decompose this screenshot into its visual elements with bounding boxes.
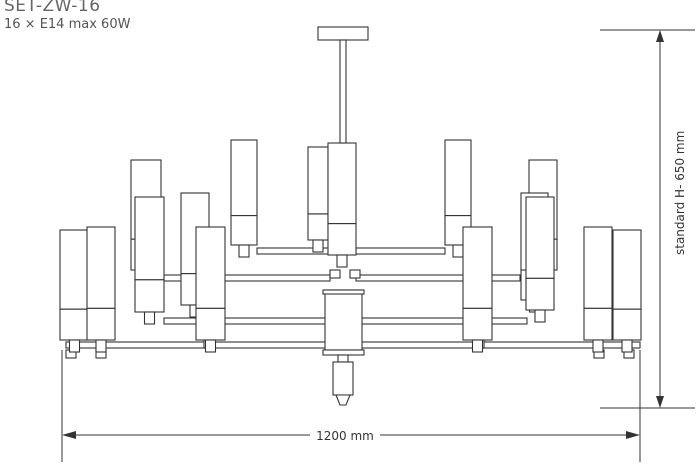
arm [163,317,331,325]
lamp-socket [592,339,604,353]
lamp-holder [59,308,90,341]
lamp-shade [462,226,493,309]
lamp-shade [307,146,329,215]
finial [335,394,351,406]
lamp-socket [621,339,633,353]
arrow-head [62,431,76,439]
height-dimension: standard H- 650 mm [600,29,695,409]
arm [355,247,446,255]
lamp-holder [525,277,555,311]
ceiling-canopy [317,26,369,41]
model-title: SET-ZW-16 [4,0,101,16]
arrow-head [656,396,664,408]
arrow-head [656,30,664,42]
lamp-socket [68,339,81,353]
lamp-socket [95,339,107,353]
body-ring [322,349,365,356]
height-label: standard H- 650 mm [673,131,687,255]
lamp-socket [534,309,546,323]
lamp-holder [583,307,613,341]
lamp-spec: 16 × E14 max 60W [4,17,131,32]
lamp-shade [327,142,357,225]
width-label: 1200 mm [316,429,374,443]
lamp-shade [195,226,226,309]
lamp-socket [471,339,484,353]
lamp-holder [462,307,493,341]
lamp-socket [238,244,250,258]
lamp-holder [230,215,258,246]
lamp-shade [525,196,555,279]
lamp-shade [583,226,613,309]
lamp-socket [452,244,464,258]
lamps [59,139,642,353]
lamp-shade [444,139,472,217]
lamp-holder [612,308,642,341]
arm [355,317,528,325]
bottom-cup [332,361,354,396]
lamp-shade [134,196,165,281]
lamp-socket [204,339,217,353]
lamp-holder [327,223,357,256]
suspension-rod [339,39,347,144]
body-ring [322,289,365,295]
arrow-head [626,431,640,439]
arm-joint [349,269,361,279]
lamp-shade [59,229,90,310]
lamp-holder [307,213,329,241]
lamp-socket [336,254,348,268]
arm [355,274,521,282]
center-column [317,26,369,406]
lamp-shade [230,139,258,217]
center-body [324,289,363,351]
arms [65,247,641,359]
width-dimension: 1200 mm [61,350,641,462]
lamp-shade [612,229,642,310]
arm-joint [329,269,341,279]
lamp-shade [86,226,116,309]
connector [337,354,349,363]
lamp-holder [86,307,116,341]
lamp-socket [312,239,324,253]
lamp-socket [143,311,156,325]
lamp-holder [134,279,165,313]
lamp-holder [195,307,226,341]
